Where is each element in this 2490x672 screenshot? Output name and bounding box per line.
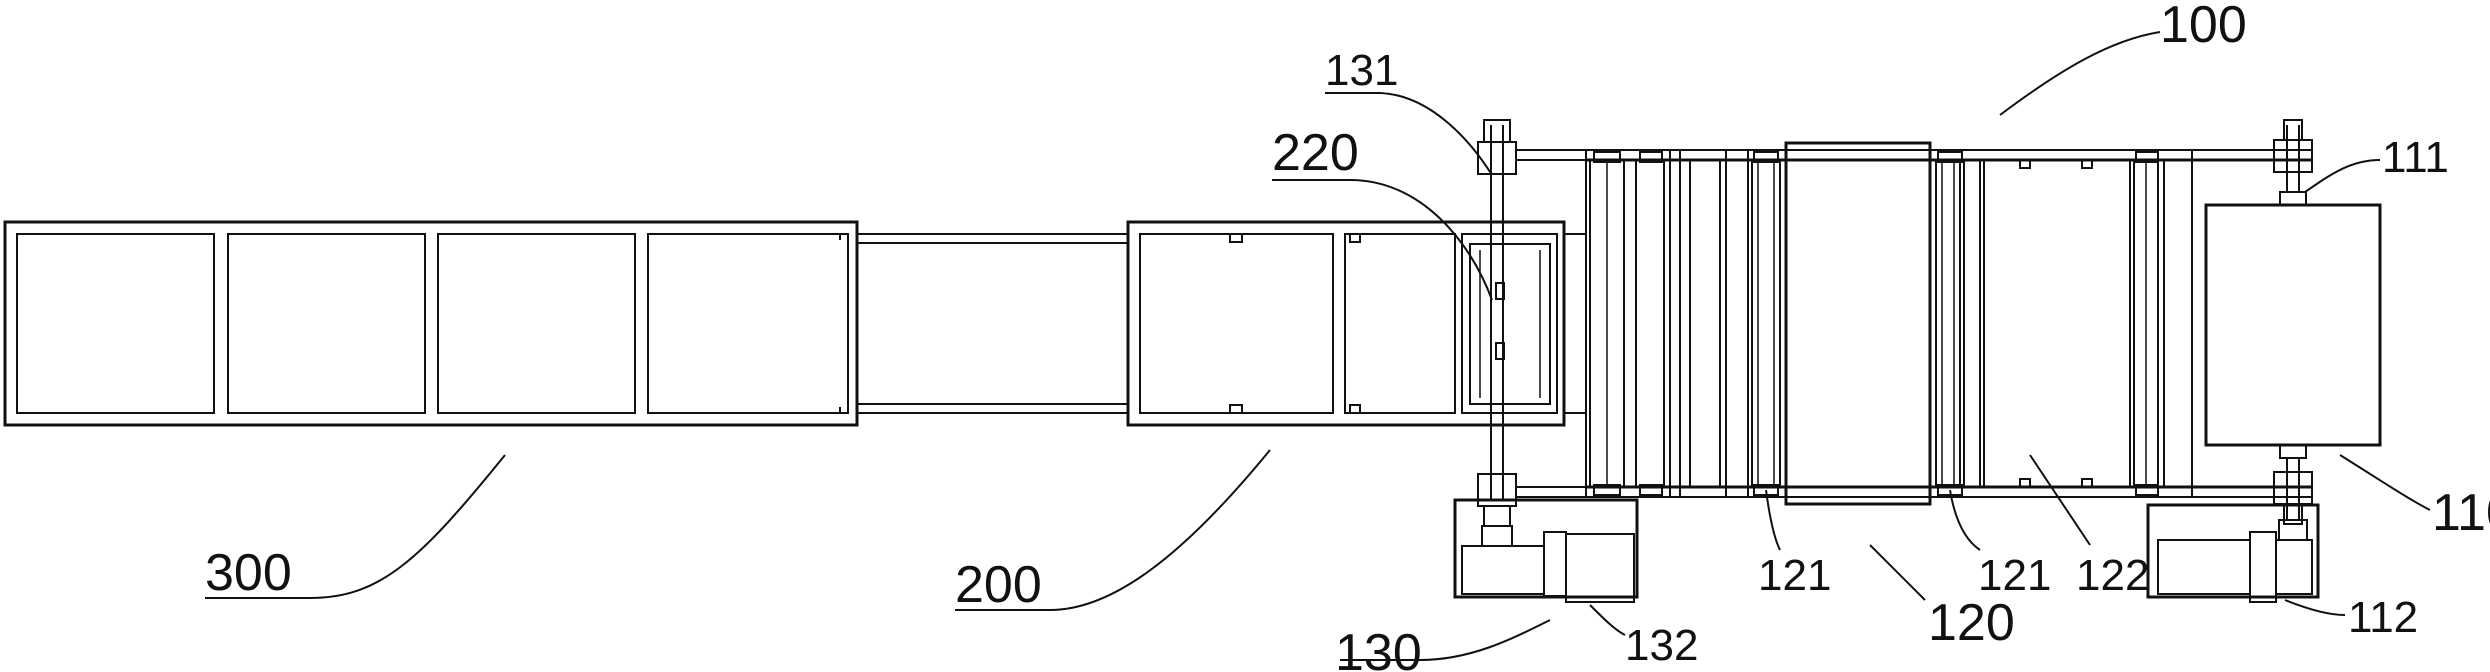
label-220: 220 bbox=[1272, 124, 1359, 182]
roll-110 bbox=[2204, 119, 2382, 525]
label-100: 100 bbox=[2160, 0, 2247, 54]
connecting-rails bbox=[857, 233, 1128, 414]
label-120: 120 bbox=[1928, 594, 2015, 652]
drive-130 bbox=[1453, 498, 1639, 603]
section-300-frame bbox=[3, 220, 859, 427]
label-130: 130 bbox=[1335, 624, 1422, 672]
section-100-frame bbox=[1585, 141, 2312, 506]
section-200-frame bbox=[1126, 220, 1586, 427]
label-132: 132 bbox=[1625, 621, 1698, 670]
reference-labels: 300 200 220 131 100 111 110 112 121 121 … bbox=[205, 0, 2490, 672]
leader-lines bbox=[205, 31, 2431, 661]
label-300: 300 bbox=[205, 544, 292, 602]
shaft-131 bbox=[1477, 119, 1586, 527]
label-122: 122 bbox=[2076, 551, 2149, 600]
label-111: 111 bbox=[2382, 133, 2449, 182]
label-112: 112 bbox=[2348, 593, 2418, 642]
label-110: 110 bbox=[2432, 484, 2490, 542]
label-121-right: 121 bbox=[1978, 551, 2051, 600]
label-131: 131 bbox=[1325, 46, 1398, 95]
label-200: 200 bbox=[955, 556, 1042, 614]
motor-112 bbox=[2146, 503, 2320, 603]
label-121-left: 121 bbox=[1758, 551, 1831, 600]
